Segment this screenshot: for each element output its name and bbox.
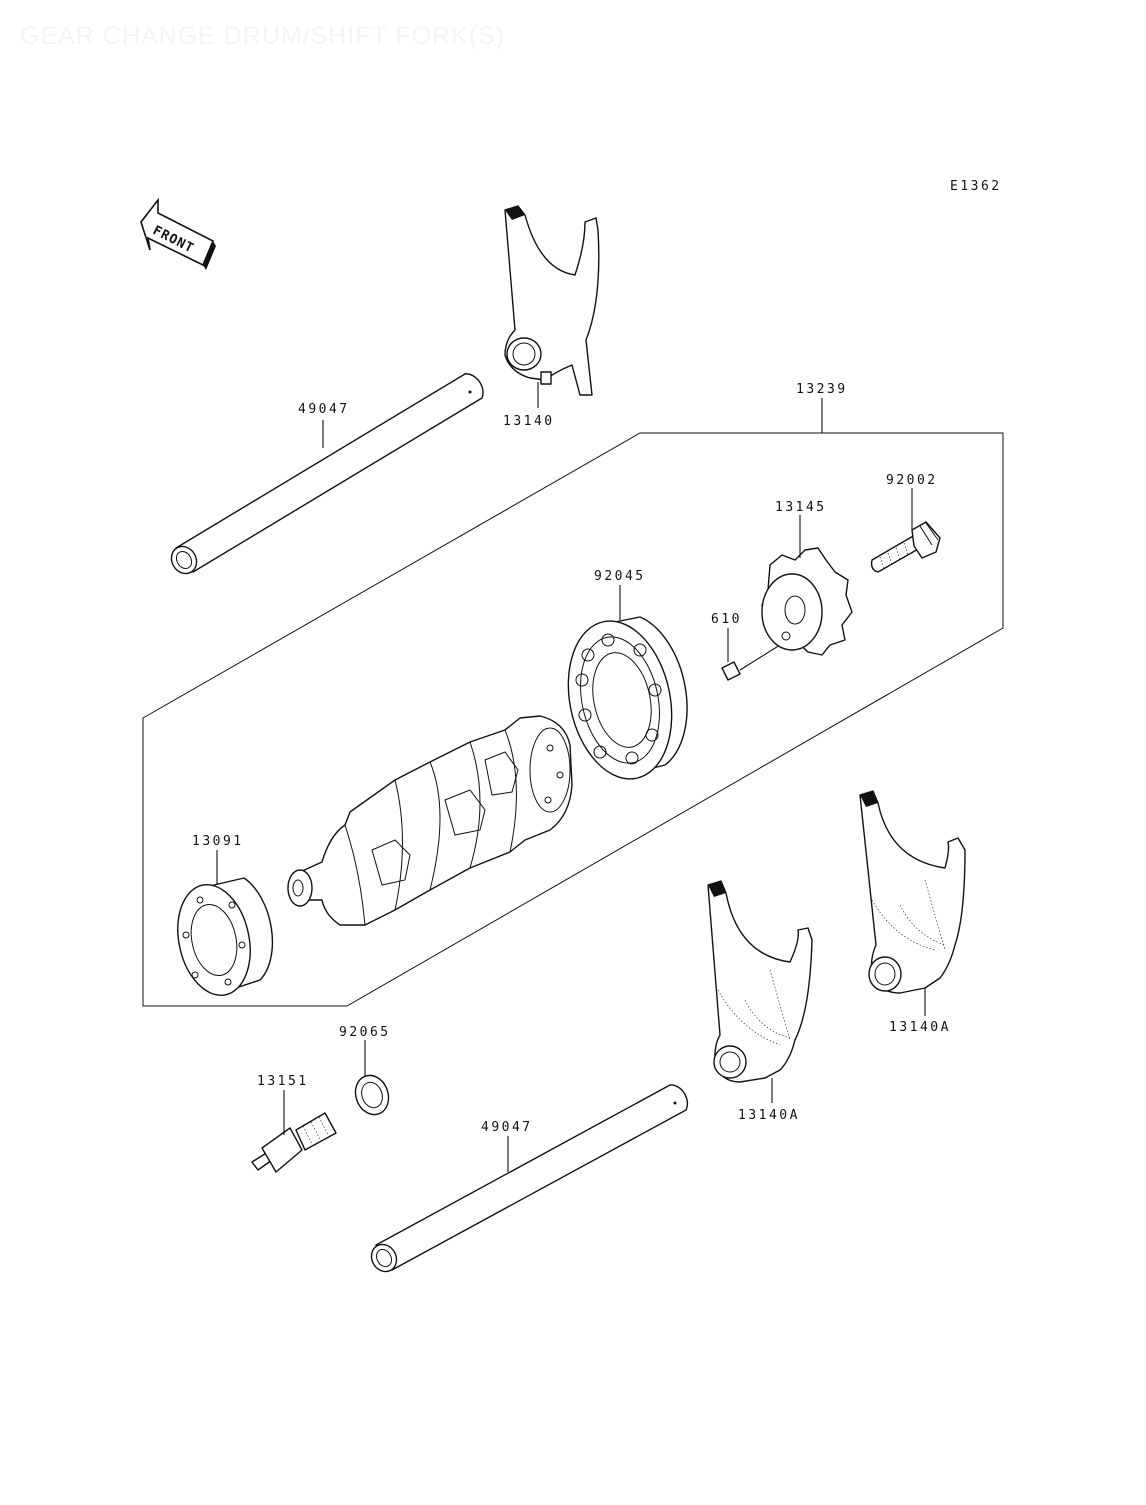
shift-drum	[287, 715, 573, 926]
shift-fork-13140a-left	[707, 880, 813, 1083]
callout-13091: 13091	[192, 834, 244, 849]
callout-49047-upper: 49047	[298, 402, 350, 417]
upper-shift-rod	[170, 373, 484, 575]
neutral-switch-13151	[251, 1112, 337, 1173]
callout-13140a-left: 13140A	[738, 1108, 800, 1123]
washer-92065	[354, 1074, 390, 1116]
callout-13140: 13140	[503, 414, 555, 429]
callout-13239: 13239	[796, 382, 848, 397]
shift-cam	[761, 547, 853, 656]
bearing-13091	[177, 877, 274, 996]
leader-lines	[216, 382, 926, 1172]
diagram-title: GEAR CHANGE DRUM/SHIFT FORK(S)	[20, 22, 506, 50]
callout-92045: 92045	[594, 569, 646, 584]
callout-92002: 92002	[886, 473, 938, 488]
lower-shift-rod	[370, 1084, 689, 1273]
diagram-code: E1362	[950, 179, 1002, 194]
callout-13145: 13145	[775, 500, 827, 515]
bearing-92045	[567, 616, 688, 780]
shift-fork-13140a-right	[859, 790, 966, 994]
callout-13151: 13151	[257, 1074, 309, 1089]
assembly-outline	[142, 432, 1004, 1007]
callout-49047-lower: 49047	[481, 1120, 533, 1135]
bolt-92002	[870, 521, 941, 573]
callout-92065: 92065	[339, 1025, 391, 1040]
callout-610: 610	[711, 612, 742, 627]
upper-shift-fork	[504, 205, 600, 396]
front-arrow-icon: FRONT	[140, 197, 216, 270]
callout-13140a-right: 13140A	[889, 1020, 951, 1035]
